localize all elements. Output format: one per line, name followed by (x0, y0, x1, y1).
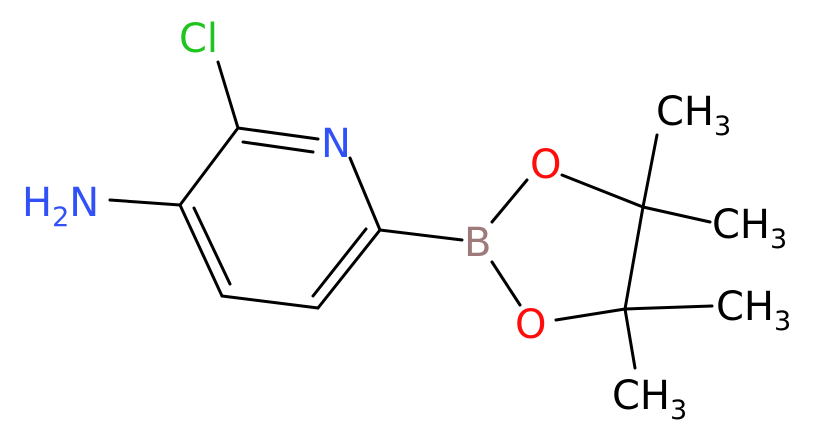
methyl-2-label: CH3 (712, 202, 787, 255)
bond-c5-c4 (220, 294, 320, 310)
bond-c3-c2 (178, 126, 240, 207)
amino-group-label: H2N (22, 180, 99, 233)
bond-c-me4 (623, 307, 637, 370)
bond-b-o-bottom (490, 260, 522, 307)
bond-c6-c5 (316, 228, 382, 310)
methyl-4-label: CH3 (612, 373, 687, 426)
bond-o-bottom-c (554, 307, 627, 322)
bond-c-me2 (641, 205, 712, 224)
methyl-3-label: CH3 (716, 284, 791, 337)
ring-nitrogen-label: N (321, 121, 351, 167)
boron-label: B (464, 220, 491, 266)
bond-c2-n1 (236, 126, 320, 141)
bond-b-o-top (490, 178, 529, 224)
bond-c4-c3-inner (192, 206, 232, 286)
bond-c-me3 (623, 304, 714, 311)
chlorine-label: Cl (179, 16, 218, 62)
bond-c2-cl (216, 60, 240, 130)
bond-c-c-ring (623, 205, 645, 311)
bond-c6-b (378, 228, 464, 242)
bond-c-me1 (641, 133, 659, 209)
bond-c4-c3 (178, 203, 224, 298)
oxygen-top-label: O (530, 142, 561, 188)
bond-c2-n1-inner (241, 140, 315, 154)
bond-c6-c5-inner (311, 227, 368, 298)
bond-n1-c6 (348, 156, 382, 232)
bond-c3-nh2 (108, 198, 182, 207)
oxygen-bottom-label: O (515, 302, 546, 348)
bond-o-top-c (560, 173, 645, 209)
methyl-1-label: CH3 (656, 89, 731, 142)
